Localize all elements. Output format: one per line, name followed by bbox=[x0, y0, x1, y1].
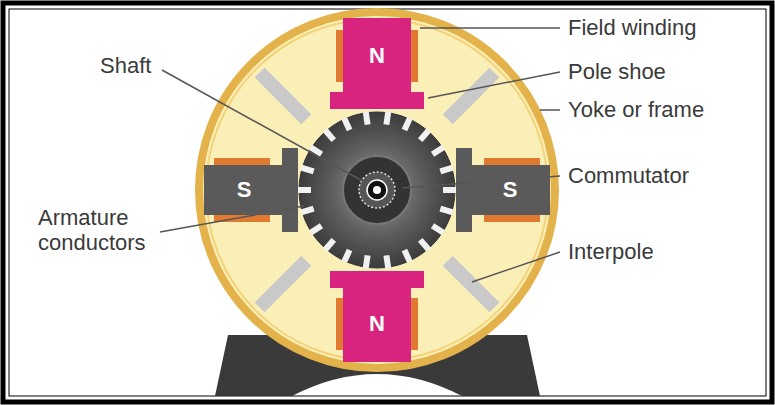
armature-slot bbox=[439, 165, 453, 174]
armature-slot bbox=[402, 249, 413, 263]
part-label: Shaft bbox=[100, 53, 151, 78]
commutator-segments bbox=[359, 172, 395, 208]
south-pole: S bbox=[204, 165, 284, 215]
armature-slot bbox=[323, 238, 336, 252]
inner-frame bbox=[9, 9, 766, 396]
south-pole: S bbox=[470, 165, 550, 215]
armature-slot bbox=[431, 145, 445, 157]
interpole bbox=[255, 256, 312, 313]
leader-line bbox=[420, 27, 560, 29]
outer-frame bbox=[3, 3, 772, 402]
part-label: Interpole bbox=[568, 239, 654, 264]
interpole-bar bbox=[255, 68, 312, 125]
armature-slot bbox=[300, 206, 314, 215]
armature-slot bbox=[323, 128, 336, 142]
interpole-bar bbox=[255, 256, 312, 313]
pole-shoe bbox=[282, 148, 298, 232]
north-pole: N bbox=[343, 18, 411, 94]
armature-slot bbox=[383, 111, 391, 125]
armature-slot bbox=[300, 165, 314, 174]
armature-slot bbox=[431, 223, 445, 235]
part-label: Field winding bbox=[568, 15, 696, 40]
armature-slot bbox=[418, 238, 431, 252]
armature-core bbox=[299, 112, 455, 268]
pole-letter: N bbox=[369, 313, 385, 335]
armature-slot bbox=[439, 206, 453, 215]
part-label: Commutator bbox=[568, 163, 689, 188]
interpole bbox=[443, 68, 500, 125]
pole-letter: S bbox=[503, 179, 518, 201]
leader-line bbox=[540, 109, 560, 111]
armature-slot bbox=[443, 187, 456, 193]
interpole-bar bbox=[443, 68, 500, 125]
armature-slot bbox=[309, 223, 323, 235]
shaft-center bbox=[373, 186, 381, 194]
armature-slot bbox=[341, 249, 352, 263]
armature-slot bbox=[341, 117, 352, 131]
part-label: Armature conductors bbox=[38, 205, 173, 256]
armature-slot bbox=[418, 128, 431, 142]
armature-slot bbox=[402, 117, 413, 131]
pole-shoe bbox=[330, 92, 424, 109]
leader-line bbox=[472, 252, 560, 282]
interpole bbox=[443, 256, 500, 313]
commutator-body bbox=[343, 156, 411, 224]
interpole-bar bbox=[443, 256, 500, 313]
part-label: Yoke or frame bbox=[568, 97, 704, 122]
armature-slot bbox=[363, 111, 371, 125]
pole-letter: S bbox=[237, 179, 252, 201]
armature-slot bbox=[363, 255, 371, 269]
leader-line bbox=[428, 72, 560, 98]
part-label: Pole shoe bbox=[568, 59, 666, 84]
yoke-frame bbox=[199, 12, 555, 368]
armature-slots bbox=[298, 111, 456, 268]
pole-letter: N bbox=[369, 45, 385, 67]
armature-slot bbox=[298, 187, 311, 193]
shaft bbox=[367, 180, 387, 200]
interpoles bbox=[255, 68, 500, 313]
interpole bbox=[255, 68, 312, 125]
north-pole: N bbox=[343, 286, 411, 362]
armature-slot bbox=[383, 255, 391, 269]
